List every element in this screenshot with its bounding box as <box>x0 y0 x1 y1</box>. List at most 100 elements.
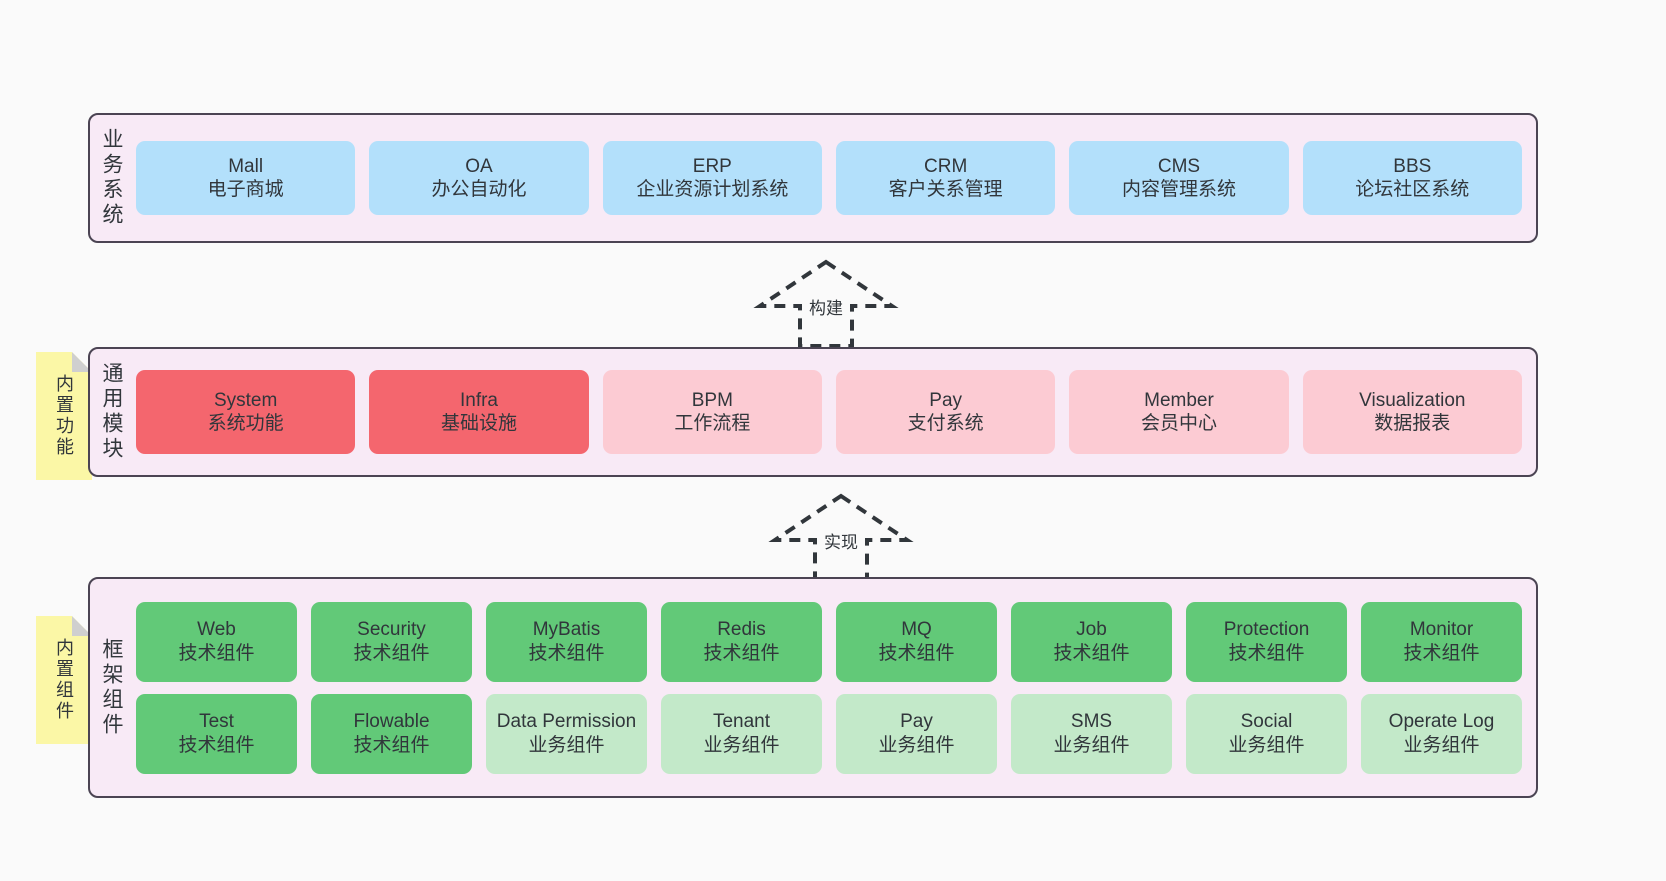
card-title-en: Tenant <box>712 711 771 733</box>
card-title-cn: 业务组件 <box>1228 734 1305 756</box>
card-title-cn: 技术组件 <box>1053 642 1130 664</box>
arrow-outline-icon <box>753 259 899 348</box>
card-title-en: Pay <box>900 711 933 733</box>
card-title-cn: 论坛社区系统 <box>1355 179 1470 200</box>
card-title-cn: 技术组件 <box>703 642 780 664</box>
card-security[interactable]: Security 技术组件 <box>311 601 472 682</box>
card-title-en: System <box>213 389 278 411</box>
generalization-arrow-implement: 实现 <box>766 492 916 584</box>
card-job[interactable]: Job 技术组件 <box>1011 601 1172 682</box>
card-title-en: Operate Log <box>1388 711 1495 733</box>
card-title-en: Pay <box>929 389 963 411</box>
card-pay-module[interactable]: Pay 支付系统 <box>835 370 1056 454</box>
card-title-en: Monitor <box>1409 619 1474 641</box>
card-title-en: SMS <box>1070 711 1113 733</box>
card-title-cn: 技术组件 <box>353 734 430 756</box>
card-title-cn: 业务组件 <box>528 734 605 756</box>
card-title-cn: 企业资源计划系统 <box>636 179 789 200</box>
card-test[interactable]: Test 技术组件 <box>136 693 297 774</box>
card-title-cn: 基础设施 <box>440 413 517 434</box>
card-web[interactable]: Web 技术组件 <box>136 601 297 682</box>
card-title-en: MyBatis <box>532 619 601 641</box>
card-mq[interactable]: MQ 技术组件 <box>836 601 997 682</box>
card-title-en: OA <box>465 155 493 177</box>
card-operate-log[interactable]: Operate Log 业务组件 <box>1361 693 1522 774</box>
generalization-arrow-build: 构建 <box>751 258 901 350</box>
layer-body-general-modules: System 系统功能 Infra 基础设施 BPM 工作流程 Pay 支付系统… <box>132 349 1536 475</box>
card-data-permission[interactable]: Data Permission 业务组件 <box>486 693 647 774</box>
sticky-note-builtin-function: 内置功能 <box>36 352 92 480</box>
card-title-en: ERP <box>692 155 732 177</box>
card-title-en: Security <box>357 619 426 641</box>
card-title-en: MQ <box>901 619 932 641</box>
card-title-en: Visualization <box>1359 389 1466 411</box>
framework-row-business: Test 技术组件 Flowable 技术组件 Data Permission … <box>136 693 1522 774</box>
card-system[interactable]: System 系统功能 <box>136 370 356 454</box>
card-title-en: Test <box>199 711 234 733</box>
card-title-cn: 技术组件 <box>178 734 255 756</box>
card-title-en: Data Permission <box>496 711 637 733</box>
card-title-cn: 业务组件 <box>1053 734 1130 756</box>
card-bpm[interactable]: BPM 工作流程 <box>602 370 822 454</box>
card-mybatis[interactable]: MyBatis 技术组件 <box>486 601 647 682</box>
card-social[interactable]: Social 业务组件 <box>1186 693 1347 774</box>
card-title-en: Mall <box>228 155 264 177</box>
arrow-outline-icon <box>768 493 914 582</box>
layer-title-business-system: 业务系统 <box>100 128 124 228</box>
card-title-cn: 技术组件 <box>1403 642 1480 664</box>
layer-business-system: 业务系统 Mall 电子商城 OA 办公自动化 ERP 企业资源计划系统 CRM… <box>88 113 1538 243</box>
card-monitor[interactable]: Monitor 技术组件 <box>1361 601 1522 682</box>
card-title-cn: 客户关系管理 <box>888 179 1003 200</box>
card-erp[interactable]: ERP 企业资源计划系统 <box>602 141 822 215</box>
card-title-cn: 内容管理系统 <box>1121 179 1236 200</box>
card-title-cn: 工作流程 <box>674 413 751 434</box>
card-title-cn: 数据报表 <box>1374 413 1451 434</box>
card-title-en: CMS <box>1157 155 1201 177</box>
card-sms[interactable]: SMS 业务组件 <box>1011 693 1172 774</box>
layer-general-modules: 通用模块 System 系统功能 Infra 基础设施 BPM 工作流程 Pay… <box>88 347 1538 477</box>
card-title-en: Member <box>1144 389 1214 411</box>
card-title-cn: 支付系统 <box>907 413 984 434</box>
card-title-en: Web <box>197 619 236 641</box>
card-title-en: CRM <box>924 155 968 177</box>
card-pay-component[interactable]: Pay 业务组件 <box>836 693 997 774</box>
card-title-en: BPM <box>691 389 733 411</box>
card-title-cn: 业务组件 <box>703 734 780 756</box>
card-title-cn: 技术组件 <box>528 642 605 664</box>
card-title-cn: 技术组件 <box>178 642 255 664</box>
card-member[interactable]: Member 会员中心 <box>1069 370 1289 454</box>
card-title-en: Protection <box>1223 619 1310 641</box>
card-bbs[interactable]: BBS 论坛社区系统 <box>1302 141 1522 215</box>
card-title-en: BBS <box>1393 155 1432 177</box>
card-protection[interactable]: Protection 技术组件 <box>1186 601 1347 682</box>
card-title-en: Redis <box>717 619 766 641</box>
card-redis[interactable]: Redis 技术组件 <box>661 601 822 682</box>
layer-title-general-modules: 通用模块 <box>100 362 124 462</box>
sticky-note-builtin-component: 内置组件 <box>36 616 92 744</box>
card-tenant[interactable]: Tenant 业务组件 <box>661 693 822 774</box>
card-crm[interactable]: CRM 客户关系管理 <box>835 141 1056 215</box>
card-title-cn: 技术组件 <box>1228 642 1305 664</box>
card-title-cn: 技术组件 <box>353 642 430 664</box>
card-infra[interactable]: Infra 基础设施 <box>369 370 589 454</box>
card-title-cn: 技术组件 <box>878 642 955 664</box>
layer-framework-components: 框架组件 Web 技术组件 Security 技术组件 MyBatis 技术组件… <box>88 577 1538 798</box>
card-title-cn: 办公自动化 <box>431 179 527 200</box>
card-title-en: Job <box>1076 619 1107 641</box>
card-flowable[interactable]: Flowable 技术组件 <box>311 693 472 774</box>
sticky-note-label: 内置组件 <box>54 638 74 722</box>
card-title-en: Infra <box>459 389 498 411</box>
card-title-cn: 系统功能 <box>207 413 284 434</box>
card-title-en: Flowable <box>353 711 430 733</box>
card-title-cn: 会员中心 <box>1140 413 1217 434</box>
card-title-cn: 电子商城 <box>207 179 284 200</box>
card-mall[interactable]: Mall 电子商城 <box>136 141 356 215</box>
layer-body-business-system: Mall 电子商城 OA 办公自动化 ERP 企业资源计划系统 CRM 客户关系… <box>132 115 1536 241</box>
card-oa[interactable]: OA 办公自动化 <box>369 141 589 215</box>
card-visualization[interactable]: Visualization 数据报表 <box>1302 370 1522 454</box>
framework-row-tech: Web 技术组件 Security 技术组件 MyBatis 技术组件 Redi… <box>136 601 1522 682</box>
layer-body-framework-components: Web 技术组件 Security 技术组件 MyBatis 技术组件 Redi… <box>132 579 1536 796</box>
layer-title-framework-components: 框架组件 <box>100 637 124 738</box>
card-cms[interactable]: CMS 内容管理系统 <box>1069 141 1289 215</box>
card-title-cn: 业务组件 <box>878 734 955 756</box>
